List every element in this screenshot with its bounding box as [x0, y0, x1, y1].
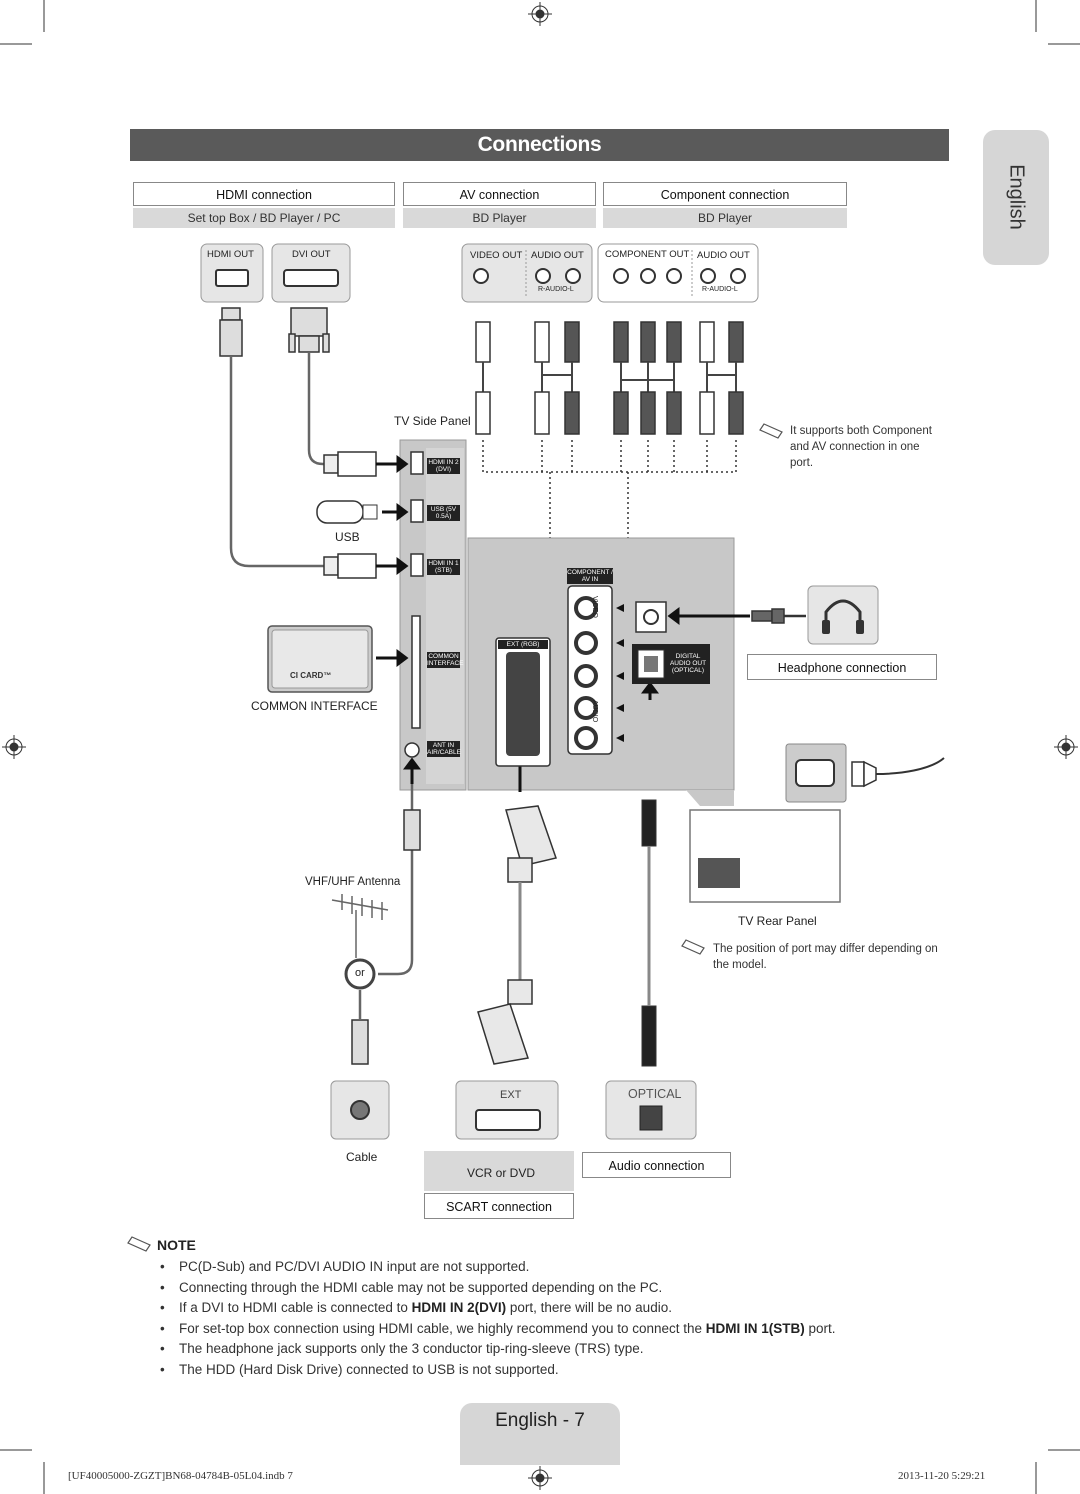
side-cables [229, 352, 414, 976]
common-interface-port-label: COMMON INTERFACE [427, 652, 464, 668]
audio-out-label-2: AUDIO OUT [697, 250, 750, 261]
component-connection-header: Component connection [603, 182, 847, 206]
ci-card-icon [267, 625, 373, 693]
hdmi-source-label: Set top Box / BD Player / PC [133, 208, 395, 228]
av-source-label: BD Player [403, 208, 596, 228]
hdmi-out-label: HDMI OUT [207, 249, 254, 260]
note-item: For set-top box connection using HDMI ca… [157, 1319, 957, 1340]
av-connection-header: AV connection [403, 182, 596, 206]
headphone-icon [807, 585, 879, 645]
note-item: Connecting through the HDMI cable may no… [157, 1278, 957, 1299]
usb-label: USB [335, 530, 360, 544]
antenna-coax-plug [351, 809, 421, 1065]
vcr-dvd-bg [424, 1151, 574, 1191]
usb-port-label: USB (5V 0.5A) [427, 505, 460, 521]
tv-side-panel-label: TV Side Panel [394, 414, 471, 428]
ext-label: EXT [500, 1089, 522, 1101]
page-number-tab: English - 7 [460, 1403, 620, 1465]
registration-mark-right [1054, 735, 1078, 759]
audio-label: AUDIO [591, 700, 598, 723]
digital-audio-out-label: DIGITAL AUDIO OUT (OPTICAL) [668, 652, 708, 675]
footer-file-info: [UF40005000-ZGZT]BN68-04784B-05L04.indb … [68, 1470, 293, 1482]
note-item: If a DVI to HDMI cable is connected to H… [157, 1298, 957, 1319]
component-av-note: It supports both Component and AV connec… [790, 425, 932, 469]
vcr-or-dvd-label: VCR or DVD [467, 1166, 536, 1180]
port-position-note: The position of port may differ dependin… [713, 943, 938, 971]
hdmi-port-icon [215, 269, 249, 287]
video-out-label: VIDEO OUT [470, 250, 523, 261]
usb-stick-icon [316, 500, 378, 524]
note-title: NOTE [157, 1237, 196, 1253]
av-out-port-box [461, 243, 593, 303]
registration-mark-bottom [528, 1466, 552, 1490]
headphone-connection-label: Headphone connection [747, 654, 937, 680]
component-out-port-box [597, 243, 759, 303]
ext-rgb-label: EXT (RGB) [498, 640, 548, 649]
language-tab[interactable]: English [983, 130, 1049, 265]
common-interface-label: COMMON INTERFACE [251, 699, 378, 713]
power-plug [851, 757, 945, 788]
vhf-uhf-antenna-label: VHF/UHF Antenna [305, 876, 401, 888]
r-audio-l-label-2: R-AUDIO-L [702, 286, 738, 293]
tv-rear-panel-icon [689, 809, 841, 903]
antenna-icon [331, 894, 389, 958]
scart-connection-label: SCART connection [424, 1193, 574, 1219]
hdmi-in2-port-label: HDMI IN 2 (DVI) [427, 458, 460, 474]
audio-out-label: AUDIO OUT [531, 250, 584, 261]
audio-connection-label: Audio connection [582, 1152, 731, 1178]
note-item: The headphone jack supports only the 3 c… [157, 1339, 957, 1360]
note-item: PC(D-Sub) and PC/DVI AUDIO IN input are … [157, 1257, 957, 1278]
page-title: Connections [130, 129, 949, 161]
rca-plugs-top [475, 321, 744, 363]
rca-plugs-bottom [475, 391, 744, 435]
note-icons [127, 423, 783, 1252]
notes-list: PC(D-Sub) and PC/DVI AUDIO IN input are … [157, 1257, 957, 1380]
component-source-label: BD Player [603, 208, 847, 228]
hdmi-connection-header: HDMI connection [133, 182, 395, 206]
hdmi-cable-plug [219, 307, 243, 357]
language-tab-label: English [1005, 164, 1028, 230]
scart-plug-bottom [477, 979, 533, 1065]
ci-card-label: CI CARD™ [290, 671, 332, 680]
ant-in-port-label: ANT IN AIR/CABLE [427, 741, 461, 757]
headphone-plug [751, 608, 806, 624]
hdmi-side-plugs [323, 451, 377, 579]
component-out-label: COMPONENT OUT [605, 249, 690, 260]
note-item: The HDD (Hard Disk Drive) connected to U… [157, 1360, 957, 1381]
footer-timestamp: 2013-11-20 5:29:21 [898, 1470, 986, 1482]
optical-label: OPTICAL [628, 1087, 682, 1101]
registration-mark-left [2, 735, 26, 759]
video-label: VIDEO [591, 596, 598, 618]
hdmi-in1-port-label: HDMI IN 1 (STB) [427, 559, 460, 575]
component-av-in-label: COMPONENT / AV IN [567, 568, 613, 584]
scart-plug-top [505, 805, 557, 883]
tv-rear-panel-label: TV Rear Panel [738, 914, 817, 928]
cable-label: Cable [346, 1150, 378, 1164]
dvi-cable-plug [288, 307, 330, 353]
dvi-port-icon [283, 269, 339, 287]
registration-mark-top [528, 2, 552, 26]
or-label: or [355, 967, 365, 979]
rca-cables [482, 362, 737, 392]
dvi-out-label: DVI OUT [292, 249, 331, 260]
r-audio-l-label: R-AUDIO-L [538, 286, 574, 293]
component-arrows [616, 604, 624, 742]
